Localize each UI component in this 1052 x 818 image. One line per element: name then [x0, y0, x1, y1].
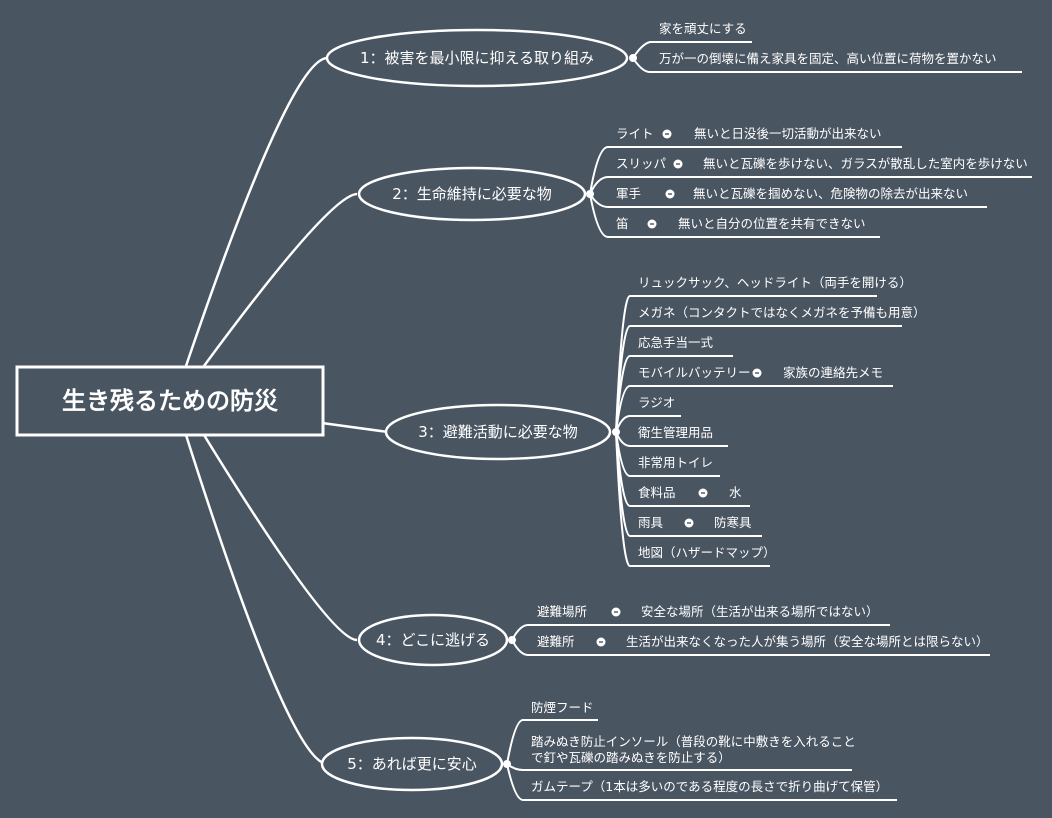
branch2-item-1[interactable]: ライト — [616, 126, 654, 141]
branch4-collapse-handle[interactable] — [508, 636, 516, 644]
branch-node-2[interactable]: 2：生命維持に必要な物 — [357, 166, 587, 222]
branch3-item-2[interactable]: メガネ（コンタクトではなくメガネを予備も用意） — [638, 305, 926, 320]
branch-label-2: 2：生命維持に必要な物 — [392, 185, 552, 203]
branch2-item-3-detail[interactable]: 無いと瓦礫を掴めない、危険物の除去が出来ない — [693, 186, 968, 201]
branch3-item-3[interactable]: 応急手当一式 — [638, 335, 714, 350]
branch1-item-1[interactable]: 家を頑丈にする — [659, 21, 747, 36]
branch2-item-1-detail[interactable]: 無いと日没後一切活動が出来ない — [694, 126, 882, 141]
branch-label-4: 4：どこに逃げる — [376, 631, 490, 649]
branch2-item-2[interactable]: スリッパ — [616, 156, 666, 171]
branch3-item-8[interactable]: 食料品 — [638, 485, 676, 500]
branch3-collapse-handle[interactable] — [612, 428, 620, 436]
branch3-item-7[interactable]: 非常用トイレ — [638, 455, 713, 470]
branch2-item-4-detail[interactable]: 無いと自分の位置を共有できない — [678, 216, 866, 231]
branch3-item-9[interactable]: 雨具 — [638, 515, 664, 530]
branch3-item-5[interactable]: ラジオ — [638, 395, 675, 410]
branch3-item-6[interactable]: 衛生管理用品 — [638, 425, 713, 440]
branch2-item-2-detail[interactable]: 無いと瓦礫を歩けない、ガラスが散乱した室内を歩けない — [703, 156, 1028, 171]
branch1-collapse-handle[interactable] — [629, 54, 637, 62]
branch3-item-4[interactable]: モバイルバッテリー — [638, 365, 751, 380]
branch-label-3: 3：避難活動に必要な物 — [418, 423, 578, 441]
branch4-item-2[interactable]: 避難所 — [537, 634, 575, 649]
branch-node-4[interactable]: 4：どこに逃げる — [357, 613, 509, 667]
root-connectors — [184, 56, 389, 766]
branch3-item-9-detail[interactable]: 防寒具 — [714, 515, 752, 530]
branch3-item-8-detail[interactable]: 水 — [729, 485, 742, 500]
branch-label-1: 1：被害を最小限に抑える取り組み — [360, 49, 594, 67]
branch-node-1[interactable]: 1：被害を最小限に抑える取り組み — [325, 28, 629, 88]
branch5-item-2-line1[interactable]: 踏みぬき防止インソール（普段の靴に中敷きを入れること — [531, 734, 856, 749]
branch2-item-4[interactable]: 笛 — [616, 216, 629, 231]
branch-node-3[interactable]: 3：避難活動に必要な物 — [384, 403, 612, 461]
branch3-connectors — [615, 295, 902, 567]
branch2-item-3[interactable]: 軍手 — [616, 186, 641, 201]
branch4-item-1[interactable]: 避難場所 — [537, 604, 587, 619]
branch5-item-1[interactable]: 防煙フード — [531, 700, 594, 715]
branch3-item-10[interactable]: 地図（ハザードマップ） — [638, 545, 776, 560]
branch5-item-2-line2[interactable]: で釘や瓦礫の踏みぬきを防止する） — [531, 750, 731, 765]
branch-label-5: 5：あれば更に安心 — [347, 755, 477, 773]
branch-node-5[interactable]: 5：あれば更に安心 — [320, 736, 504, 792]
branch5-collapse-handle[interactable] — [503, 760, 511, 768]
branch3-item-4-detail[interactable]: 家族の連絡先メモ — [783, 365, 883, 380]
branch2-collapse-handle[interactable] — [586, 190, 594, 198]
branch1-item-2[interactable]: 万が一の倒壊に備え家具を固定、高い位置に荷物を置かない — [659, 51, 997, 66]
root-label: 生き残るための防災 — [62, 387, 279, 415]
branch4-item-2-detail[interactable]: 生活が出来なくなった人が集う場所（安全な場所とは限らない） — [626, 634, 989, 649]
root-node[interactable]: 生き残るための防災 — [15, 365, 325, 437]
branch4-item-1-detail[interactable]: 安全な場所（生活が出来る場所ではない） — [641, 604, 879, 619]
branch3-item-1[interactable]: リュックサック、ヘッドライト（両手を開ける） — [638, 275, 912, 290]
branch5-item-3[interactable]: ガムテープ（1本は多いのである程度の長さで折り曲げて保管） — [531, 779, 888, 794]
